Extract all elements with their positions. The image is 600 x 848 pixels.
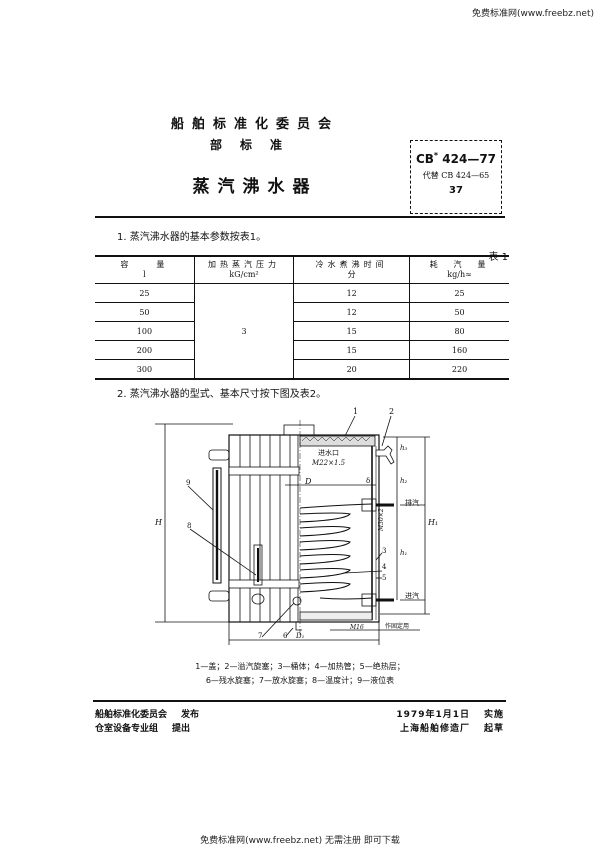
page-number: 37 — [449, 185, 463, 196]
section-1-text: 1. 蒸汽沸水器的基本参数按表1。 — [117, 232, 267, 243]
footer-proposer: 仓室设备专业组 提出 — [95, 721, 190, 734]
footer-divider — [93, 700, 506, 702]
publisher-name: 船舶标准化委员会 — [95, 710, 168, 720]
effective-action: 实施 — [483, 710, 504, 720]
cell-steam: 50 — [409, 302, 509, 322]
callout-7: 7 — [258, 632, 262, 640]
table-row: 50 12 50 — [95, 302, 509, 322]
inlet-label: 进水口 — [318, 448, 339, 457]
dim-H1: H₁ — [427, 518, 438, 527]
col-unit: kg/h≈ — [447, 270, 472, 279]
intake-label: 进汽 — [405, 591, 419, 600]
draft-action: 起草 — [483, 724, 504, 734]
exhaust-label: 排汽 — [405, 498, 419, 507]
drafter-name: 上海船舶修造厂 — [399, 724, 470, 734]
cell-boil-time: 12 — [293, 283, 410, 303]
col-unit: kG/cm² — [229, 270, 259, 279]
code-mark: * — [433, 151, 439, 160]
watermark-bottom: 免费标准网(www.freebz.net) 无需注册 即可下载 — [200, 836, 400, 846]
replaces-code: 代替 CB 424—65 — [422, 171, 490, 180]
cell-capacity: 50 — [95, 302, 195, 322]
footer-publisher: 船舶标准化委员会 发布 — [95, 707, 199, 720]
dim-D1: D₁ — [295, 632, 305, 640]
dim-h3: h₃ — [400, 444, 408, 452]
organization-name: 船舶标准化委员会 — [170, 117, 339, 132]
standard-level: 部标准 — [209, 138, 300, 152]
dim-D: D — [304, 477, 312, 486]
dim-h2: h₂ — [400, 477, 408, 485]
document-title: 蒸汽沸水器 — [192, 177, 318, 197]
legend-line-2: 6—残水旋塞；7—放水旋塞；8—温度计；9—液位表 — [205, 676, 395, 685]
watermark-top: 免费标准网(www.freebz.net) — [472, 9, 594, 19]
col-label: 容 量 — [120, 260, 169, 269]
inlet-thread: M22×1.5 — [311, 459, 346, 467]
effective-date: 1979年1月1日 — [396, 710, 470, 720]
col-unit: 分 — [347, 270, 356, 279]
cell-steam: 160 — [409, 340, 509, 360]
legend-line-1: 1—盖；2—溢汽旋塞；3—桶体；4—加热管；5—绝热层； — [195, 662, 405, 671]
callout-3: 3 — [382, 547, 386, 555]
col-label: 耗 汽 量 — [429, 260, 490, 269]
cell-boil-time: 15 — [293, 321, 410, 341]
cell-steam: 25 — [409, 283, 509, 303]
dim-h1: h₁ — [400, 549, 408, 557]
col-label: 加热蒸汽压力 — [208, 260, 281, 269]
callout-9: 9 — [186, 479, 190, 487]
header-divider — [95, 216, 505, 218]
cell-boil-time: 20 — [293, 359, 410, 380]
callout-6: 6 — [283, 632, 288, 640]
fixing-label: 作固定用 — [385, 622, 409, 630]
footer-effective: 1979年1月1日 实施 — [396, 707, 504, 720]
publish-action: 发布 — [181, 710, 200, 720]
cell-pressure-merged: 3 — [193, 283, 294, 380]
col-label: 冷水煮沸时间 — [315, 260, 388, 269]
standard-code: CB* 424—77 — [411, 151, 501, 166]
cell-steam: 220 — [409, 359, 509, 380]
callout-1: 1 — [353, 407, 358, 416]
cell-capacity: 200 — [95, 340, 195, 360]
code-number: 424—77 — [442, 152, 497, 166]
cell-boil-time: 15 — [293, 340, 410, 360]
cell-capacity: 25 — [95, 283, 195, 303]
table-row: 200 15 160 — [95, 340, 509, 360]
propose-action: 提出 — [172, 724, 191, 734]
footer-drafter: 上海船舶修造厂 起草 — [400, 721, 504, 734]
col-boil-time: 冷水煮沸时间分 — [293, 255, 410, 284]
pipe-thread: M30×2 — [378, 508, 385, 532]
cell-capacity: 300 — [95, 359, 195, 380]
dim-delta: δ — [366, 477, 370, 485]
table-row: 100 15 80 — [95, 321, 509, 341]
callout-5: 5 — [382, 574, 386, 582]
boiler-diagram: H 1 2 3 4 5 6 7 8 9 进水口 M22×1.5 D δ 排汽 进… — [154, 407, 438, 645]
standard-code-box: CB* 424—77 代替 CB 424—65 37 — [410, 140, 502, 214]
code-prefix: CB — [415, 152, 434, 166]
proposer-name: 仓室设备专业组 — [95, 724, 159, 734]
col-unit: l — [143, 270, 146, 279]
callout-8: 8 — [187, 522, 191, 530]
dim-H: H — [154, 518, 163, 527]
callout-2: 2 — [389, 407, 394, 416]
cell-capacity: 100 — [95, 321, 195, 341]
callout-4: 4 — [382, 563, 387, 571]
table-row: 300 20 220 — [95, 359, 509, 380]
bolt-label: M16 — [349, 624, 364, 631]
cell-boil-time: 12 — [293, 302, 410, 322]
cell-steam: 80 — [409, 321, 509, 341]
table-row: 25 3 12 25 — [95, 283, 509, 380]
section-2-text: 2. 蒸汽沸水器的型式、基本尺寸按下图及表2。 — [117, 389, 327, 400]
